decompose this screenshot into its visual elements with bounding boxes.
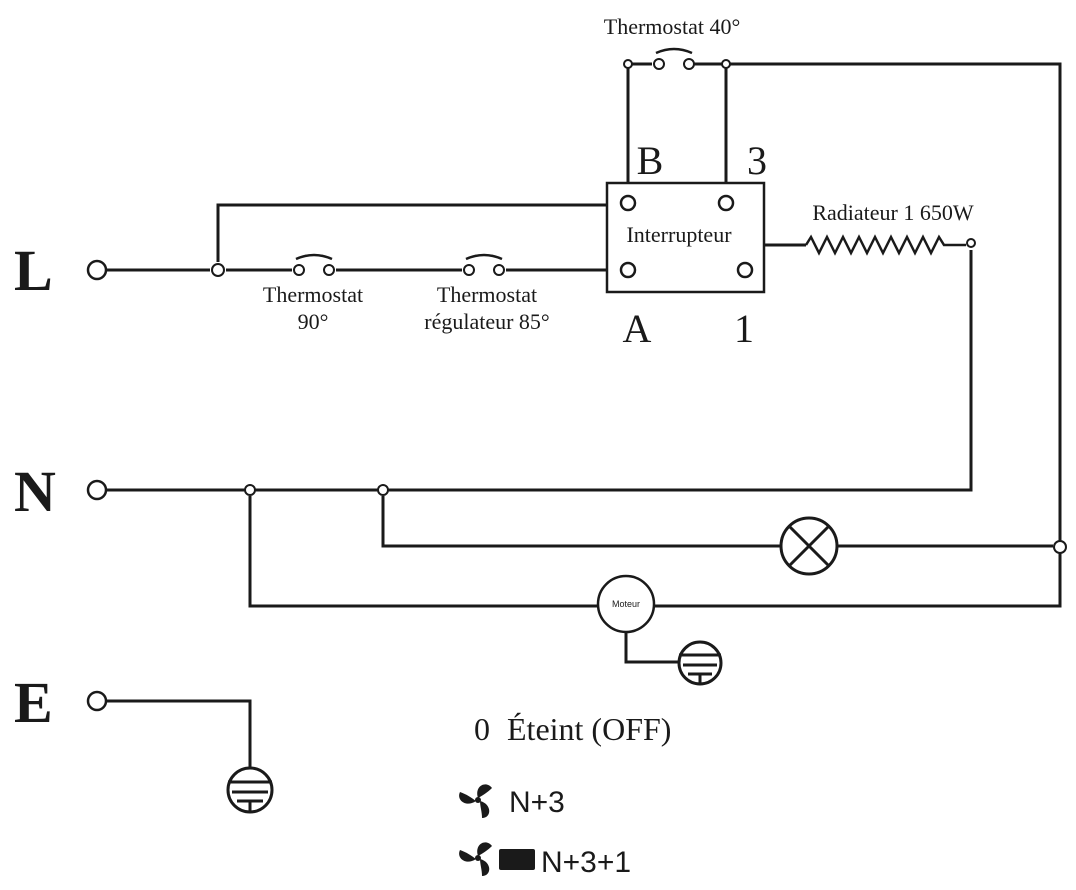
fan-icon — [459, 842, 492, 876]
wires — [107, 62, 1062, 768]
lamp-symbol — [779, 516, 839, 576]
legend-off-label: Éteint (OFF) — [507, 711, 671, 747]
thermostat-40-symbol — [653, 47, 695, 70]
switch-terminal-3 — [717, 194, 735, 212]
label-thermostat-85-line1: Thermostat — [437, 282, 537, 307]
wire-n-to-lamp — [381, 496, 781, 548]
legend: 0 Éteint (OFF) N+3 N+3+1 — [459, 711, 671, 879]
legend-fan-heat-label: N+3+1 — [541, 846, 631, 879]
legend-fan-label: N+3 — [509, 786, 565, 819]
motor-symbol — [596, 574, 656, 634]
thermostat-85-symbol — [463, 253, 505, 276]
terminal-n — [86, 479, 108, 501]
earth-symbol-e — [226, 766, 274, 814]
legend-off-symbol: 0 — [474, 711, 490, 747]
earth-symbol-motor — [677, 640, 723, 686]
junction-l — [211, 263, 225, 277]
label-thermostat-40: Thermostat 40° — [604, 14, 741, 39]
label-switch-pin-a: A — [623, 306, 652, 351]
switch-terminal-a — [619, 261, 637, 279]
label-thermostat-85-line2: régulateur 85° — [424, 309, 549, 334]
wire-radiator-to-n — [107, 250, 973, 492]
fan-icon — [459, 784, 492, 818]
label-switch-pin-b: B — [637, 138, 664, 183]
junction-radiator-right — [966, 238, 976, 248]
radiator-resistor-symbol — [804, 234, 966, 256]
label-motor: Moteur — [612, 599, 640, 609]
junction-n-motor — [244, 484, 256, 496]
label-radiator: Radiateur 1 650W — [812, 200, 974, 225]
heater-block-icon — [499, 849, 535, 870]
junction-th40-left — [623, 59, 633, 69]
label-switch-pin-3: 3 — [747, 138, 767, 183]
label-earth: E — [14, 670, 53, 735]
terminal-l — [86, 259, 108, 281]
switch-terminal-1 — [736, 261, 754, 279]
junction-right — [1053, 540, 1067, 554]
terminal-e — [86, 690, 108, 712]
wire-n-to-motor — [248, 496, 598, 608]
switch-box — [605, 181, 766, 294]
junction-th40-right — [721, 59, 731, 69]
wire-earth — [107, 699, 252, 768]
label-neutral: N — [14, 459, 56, 524]
label-live: L — [14, 238, 53, 303]
wire-th40-right — [694, 62, 1062, 547]
wire-l-to-switch-b — [216, 203, 621, 262]
label-switch-pin-1: 1 — [734, 306, 754, 351]
wire-motor-earth — [624, 632, 678, 664]
label-thermostat-90-line2: 90° — [298, 309, 329, 334]
wire-motor-to-right — [654, 553, 1062, 608]
switch-terminal-b — [619, 194, 637, 212]
label-thermostat-90-line1: Thermostat — [263, 282, 363, 307]
junction-n-lamp — [377, 484, 389, 496]
thermostat-90-symbol — [293, 253, 335, 276]
label-switch: Interrupteur — [626, 222, 732, 247]
